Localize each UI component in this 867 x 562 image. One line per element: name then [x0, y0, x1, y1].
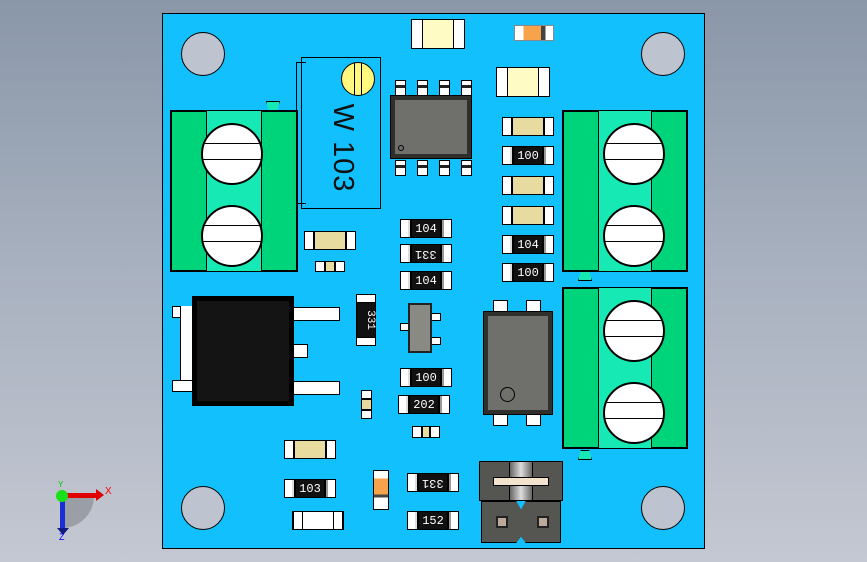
resistor-vertical[interactable]: 331	[356, 294, 376, 346]
resistor[interactable]: 331	[400, 244, 452, 263]
x-axis-label: X	[105, 486, 112, 497]
potentiometer[interactable]: W 103	[296, 57, 381, 209]
resistor[interactable]: 103	[284, 479, 336, 498]
screw-icon[interactable]	[603, 300, 665, 362]
y-axis-dot	[56, 490, 68, 502]
x-axis-arrow	[64, 493, 98, 498]
resistor[interactable]: 104	[400, 271, 452, 290]
resistor[interactable]: 152	[407, 511, 459, 530]
screw-icon[interactable]	[201, 205, 263, 267]
axis-triad: X Z Y	[48, 480, 118, 542]
screw-icon[interactable]	[603, 382, 665, 444]
y-axis-label: Y	[58, 480, 64, 489]
transistor-sot23[interactable]	[400, 303, 442, 355]
resistor[interactable]: 202	[398, 395, 450, 414]
diode-vertical[interactable]	[373, 470, 389, 510]
capacitor[interactable]	[502, 117, 554, 136]
capacitor[interactable]	[502, 206, 554, 225]
capacitor-top-right[interactable]	[496, 67, 550, 97]
z-axis-label: Z	[59, 532, 65, 542]
capacitor-small[interactable]	[315, 261, 345, 272]
resistor-blank[interactable]	[292, 511, 344, 530]
resistor[interactable]: 100	[502, 263, 554, 282]
potentiometer-knob[interactable]	[341, 62, 375, 96]
resistor[interactable]: 100	[502, 146, 554, 165]
resistor[interactable]: 331	[407, 473, 459, 492]
capacitor[interactable]	[284, 440, 336, 459]
screw-icon[interactable]	[201, 123, 263, 185]
potentiometer-label: W 103	[327, 103, 360, 193]
jumper-header[interactable]	[479, 461, 563, 545]
terminal-block-right-top[interactable]	[562, 110, 688, 272]
capacitor[interactable]	[502, 176, 554, 195]
ic-soic8[interactable]	[389, 78, 477, 182]
terminal-block-left[interactable]	[170, 110, 298, 272]
mounting-hole-bottom-left	[181, 486, 225, 530]
resistor[interactable]: 104	[400, 219, 452, 238]
capacitor-top[interactable]	[411, 19, 465, 49]
z-axis-arrow	[60, 496, 65, 530]
capacitor[interactable]	[304, 231, 356, 250]
mounting-hole-top-right	[641, 32, 685, 76]
optocoupler-dip4[interactable]	[482, 300, 554, 426]
screw-icon[interactable]	[603, 123, 665, 185]
mounting-hole-top-left	[181, 32, 225, 76]
voltage-regulator-dpak[interactable]	[172, 296, 342, 406]
capacitor-small-vertical[interactable]	[361, 390, 372, 419]
mounting-hole-bottom-right	[641, 486, 685, 530]
resistor[interactable]: 100	[400, 368, 452, 387]
diode-top[interactable]	[514, 25, 554, 41]
screw-icon[interactable]	[603, 205, 665, 267]
terminal-block-right-bottom[interactable]	[562, 287, 688, 449]
resistor[interactable]: 104	[502, 235, 554, 254]
capacitor-small[interactable]	[412, 426, 440, 438]
